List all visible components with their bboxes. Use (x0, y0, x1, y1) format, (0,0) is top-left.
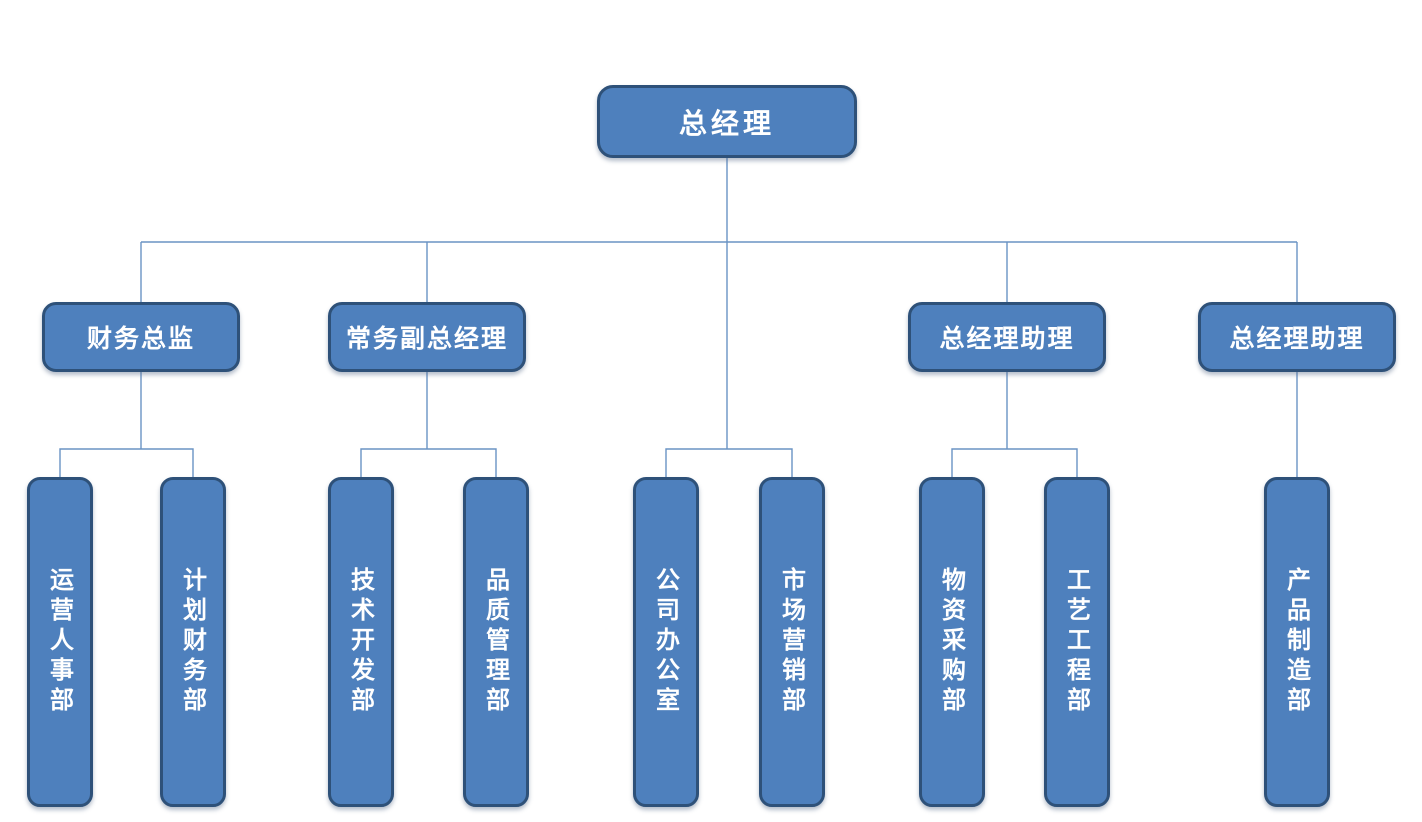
org-node-company-office: 公司办公室 (633, 477, 699, 807)
org-node-executive-deputy-gm: 常务副总经理 (328, 302, 526, 372)
connector (59, 448, 194, 477)
org-node-quality-management-dept: 品质管理部 (463, 477, 529, 807)
connector (360, 448, 497, 477)
org-node-marketing-dept: 市场营销部 (759, 477, 825, 807)
org-node-operations-hr-dept: 运营人事部 (27, 477, 93, 807)
org-node-planning-finance-dept: 计划财务部 (160, 477, 226, 807)
org-node-process-engineering-dept: 工艺工程部 (1044, 477, 1110, 807)
org-node-product-manufacturing-dept: 产品制造部 (1264, 477, 1330, 807)
connector (665, 448, 793, 477)
org-node-gm-assistant-1: 总经理助理 (908, 302, 1106, 372)
org-node-general-manager: 总经理 (597, 85, 857, 158)
org-node-tech-development-dept: 技术开发部 (328, 477, 394, 807)
org-node-gm-assistant-2: 总经理助理 (1198, 302, 1396, 372)
connector-group (59, 158, 1298, 477)
org-node-materials-procurement-dept: 物资采购部 (919, 477, 985, 807)
connector (951, 448, 1078, 477)
org-node-finance-director: 财务总监 (42, 302, 240, 372)
